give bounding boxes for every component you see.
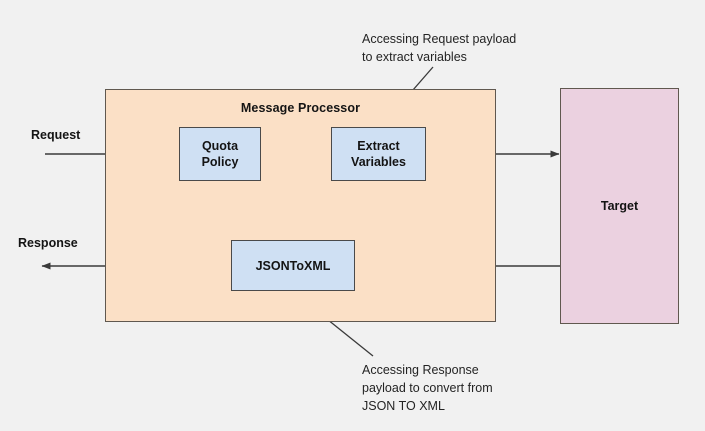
node-target[interactable]: Target bbox=[560, 88, 679, 324]
annotation-request-payload: Accessing Request payload to extract var… bbox=[362, 32, 517, 64]
node-jsontoxml[interactable]: JSONToXML bbox=[231, 240, 355, 291]
response-flow-label: Response bbox=[18, 236, 78, 250]
message-processor-title: Message Processor bbox=[240, 101, 361, 115]
request-flow-label: Request bbox=[31, 128, 81, 142]
node-quota-policy[interactable]: Quota Policy bbox=[179, 127, 261, 181]
node-extract-variables[interactable]: Extract Variables bbox=[331, 127, 426, 181]
annotation-response-payload: Accessing Response payload to convert fr… bbox=[362, 363, 493, 413]
